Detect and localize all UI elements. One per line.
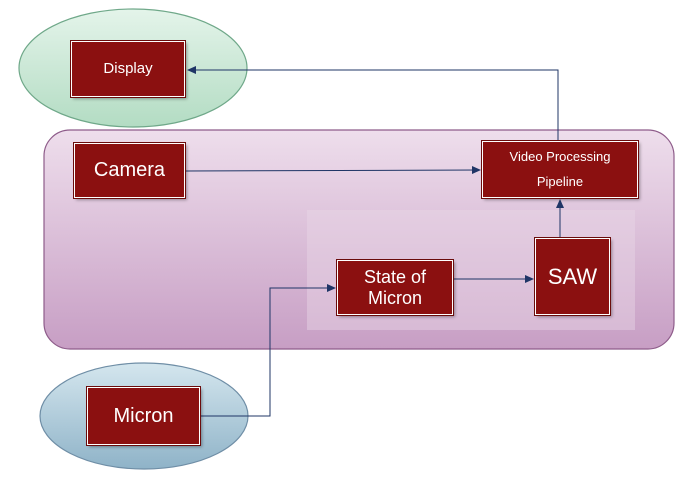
video-processing-label: Video Processing Pipeline (509, 149, 611, 189)
camera-label: Camera (93, 159, 166, 181)
arrow-micron-to-state (200, 284, 336, 417)
camera-node[interactable]: Camera (73, 142, 186, 199)
state-of-micron-node[interactable]: State of Micron (336, 259, 454, 316)
micron-node[interactable]: Micron (86, 386, 201, 446)
display-node[interactable]: Display (70, 40, 186, 98)
arrow-vpp-to-display (187, 66, 559, 141)
saw-node[interactable]: SAW (534, 237, 611, 316)
video-processing-pipeline-node[interactable]: Video Processing Pipeline (481, 140, 639, 199)
state-of-micron-label: State of Micron (363, 266, 427, 308)
arrow-camera-to-vpp (184, 166, 481, 175)
saw-label: SAW (547, 263, 598, 289)
display-label: Display (103, 60, 153, 78)
micron-label: Micron (113, 404, 174, 427)
